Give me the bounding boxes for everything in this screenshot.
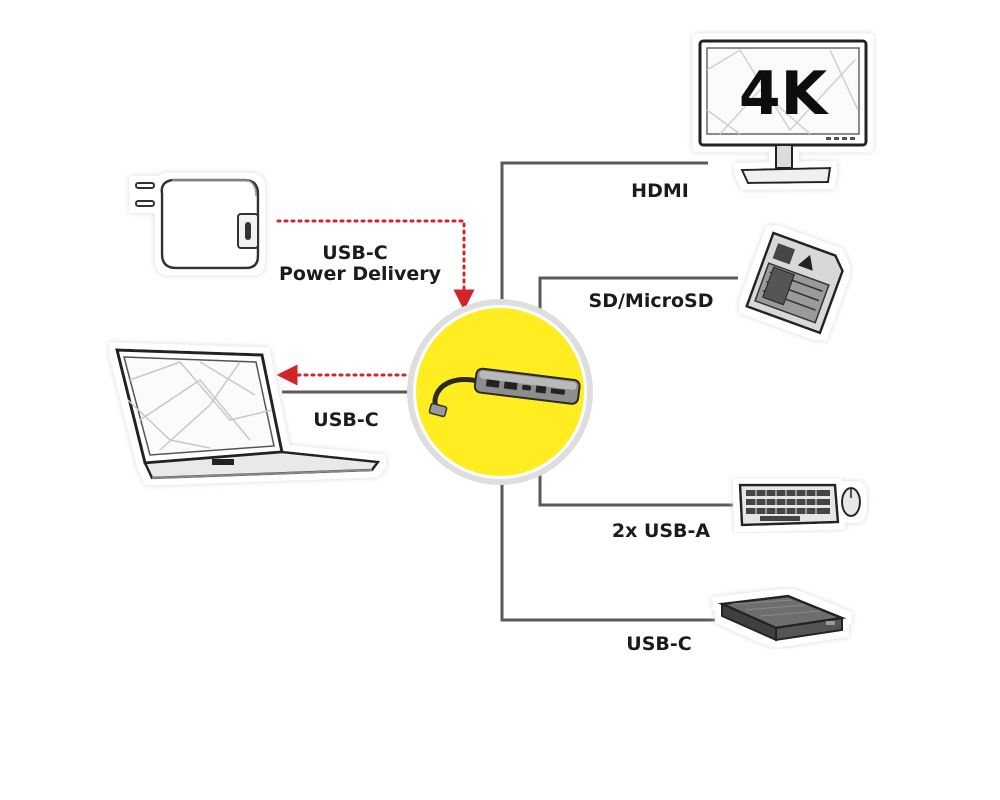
power-delivery-label-line2: Power Delivery bbox=[279, 263, 442, 285]
power-adapter-icon bbox=[135, 178, 260, 270]
laptop-icon bbox=[115, 348, 381, 480]
monitor-4k-text: 4K bbox=[739, 59, 830, 129]
power-delivery-arrow bbox=[276, 219, 475, 311]
power-delivery-label-line1: USB-C bbox=[322, 242, 387, 264]
external-drive-icon bbox=[717, 594, 847, 642]
usb-c-hub-icon bbox=[407, 299, 593, 485]
hdmi-label: HDMI bbox=[631, 180, 689, 202]
keyboard-mouse-icon bbox=[738, 483, 861, 527]
usb-a-label: 2x USB-A bbox=[612, 520, 711, 542]
sd-card-icon bbox=[745, 231, 844, 335]
monitor-4k-icon: 4K bbox=[698, 39, 868, 185]
laptop-usbc-label: USB-C bbox=[313, 409, 378, 431]
usbc-output-label: USB-C bbox=[626, 633, 691, 655]
sd-microsd-label: SD/MicroSD bbox=[589, 290, 714, 312]
